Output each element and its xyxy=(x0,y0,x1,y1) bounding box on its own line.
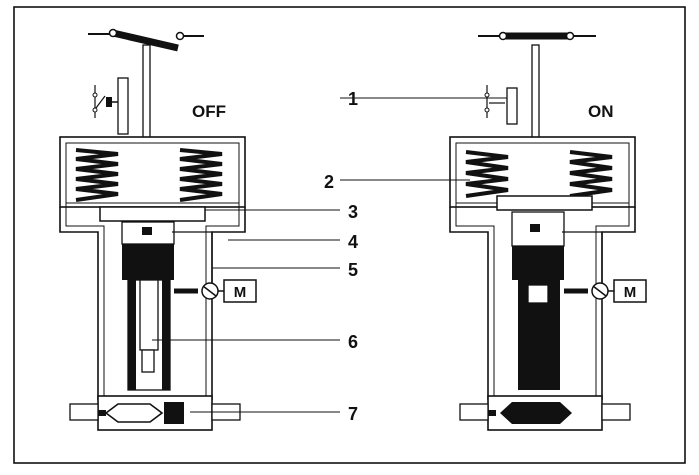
callout-2: 2 xyxy=(324,172,334,192)
state-label-on: ON xyxy=(588,102,614,121)
motor-box-on xyxy=(613,279,647,303)
callout-4: 4 xyxy=(348,232,358,252)
ball-valve-on xyxy=(500,402,572,424)
valve-on: M xyxy=(449,31,647,431)
limit-switch-on xyxy=(484,85,518,125)
lever-on xyxy=(478,31,596,41)
limit-switch-off xyxy=(92,77,129,135)
valve-off: M xyxy=(59,28,257,431)
spring-left-on xyxy=(465,150,509,198)
spring-right-off xyxy=(179,148,223,202)
callout-5: 5 xyxy=(348,260,358,280)
piston-off xyxy=(122,244,174,280)
callout-leaders xyxy=(152,97,507,413)
callout-7: 7 xyxy=(348,404,358,424)
callout-1: 1 xyxy=(348,89,358,109)
outer-border xyxy=(13,6,686,464)
motor-label-on: M xyxy=(624,284,637,301)
motor-label-off: M xyxy=(234,284,247,301)
stem-on xyxy=(531,44,540,141)
callout-6: 6 xyxy=(348,332,358,352)
ball-valve-off xyxy=(104,403,164,423)
state-label-off: OFF xyxy=(192,102,226,121)
stem-off xyxy=(142,44,151,141)
motor-box-off xyxy=(223,279,257,303)
callout-3: 3 xyxy=(348,202,358,222)
lever-off xyxy=(88,28,204,52)
spring-left-off xyxy=(75,148,119,202)
spring-right-on xyxy=(569,150,613,198)
piston-on xyxy=(512,246,564,280)
